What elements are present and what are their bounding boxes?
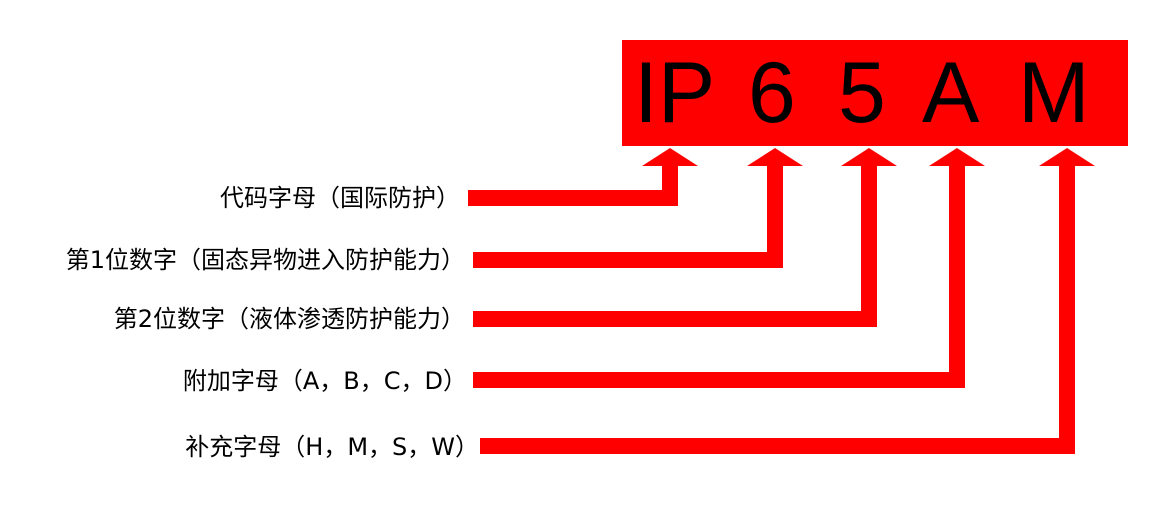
- arrow-code-letters: [468, 148, 698, 206]
- code-additional-letter: A: [922, 45, 980, 141]
- arrow-supplementary-letter: [480, 148, 1095, 454]
- label-first-digit: 第1位数字（固态异物进入防护能力）: [65, 246, 465, 274]
- arrow-second-digit: [473, 148, 897, 327]
- arrow-additional-letter: [473, 148, 985, 388]
- code-digit-first: 6: [748, 45, 796, 141]
- ip-code-box: [622, 40, 1128, 146]
- label-second-digit: 第2位数字（液体渗透防护能力）: [113, 305, 465, 333]
- label-additional-letter: 附加字母（A，B，C，D）: [182, 367, 467, 395]
- code-letters-ip: IP: [634, 45, 716, 141]
- code-digit-second: 5: [838, 45, 886, 141]
- label-supplementary-letter: 补充字母（H，M，S，W）: [185, 433, 479, 461]
- code-supplementary-letter: M: [1018, 45, 1090, 141]
- arrow-first-digit: [473, 148, 803, 268]
- label-code-letters: 代码字母（国际防护）: [220, 184, 460, 212]
